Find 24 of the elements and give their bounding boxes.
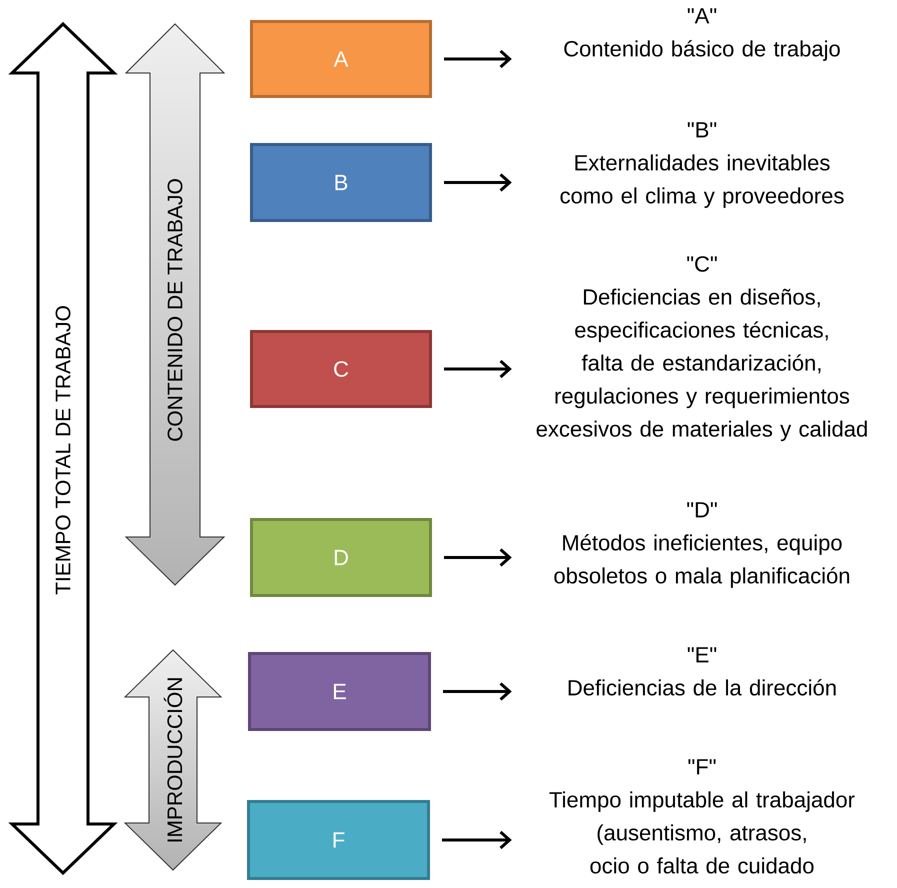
category-box: B — [250, 143, 432, 222]
category-box: F — [247, 800, 430, 880]
description-text: Externalidades inevitables como el clima y proveedores — [560, 154, 844, 208]
arrow — [442, 830, 512, 850]
description-text: Contenido básico de trabajo — [564, 40, 840, 61]
description-text: Deficiencias en diseños, especificaciones técnicas, falta de estandarización, regulaciones y requerimientos excesivos de materiales y calidad — [536, 288, 867, 442]
heading-text: "E" — [688, 647, 716, 662]
category-box: C — [250, 330, 432, 408]
heading-text: "B" — [688, 122, 716, 138]
category-box: D — [250, 518, 432, 597]
description-text: Tiempo imputable al trabajador (ausentismo, atrasos, ocio o falta de cuidado — [549, 791, 855, 874]
arrow — [444, 50, 512, 68]
arrow — [444, 173, 512, 192]
heading-text: "C" — [687, 256, 717, 272]
category-box: A — [250, 20, 432, 98]
arrow — [444, 548, 512, 567]
heading-text: "D" — [687, 502, 717, 518]
description-text: Deficiencias de la dirección — [568, 679, 836, 696]
heading-text: "F" — [688, 759, 716, 774]
arrow — [444, 360, 512, 378]
description-text: Métodos ineficientes, equipo obsoletos o mala planificación — [554, 534, 850, 588]
arrow — [443, 682, 512, 701]
heading-text: "A" — [688, 8, 716, 24]
category-box: E — [248, 652, 431, 731]
